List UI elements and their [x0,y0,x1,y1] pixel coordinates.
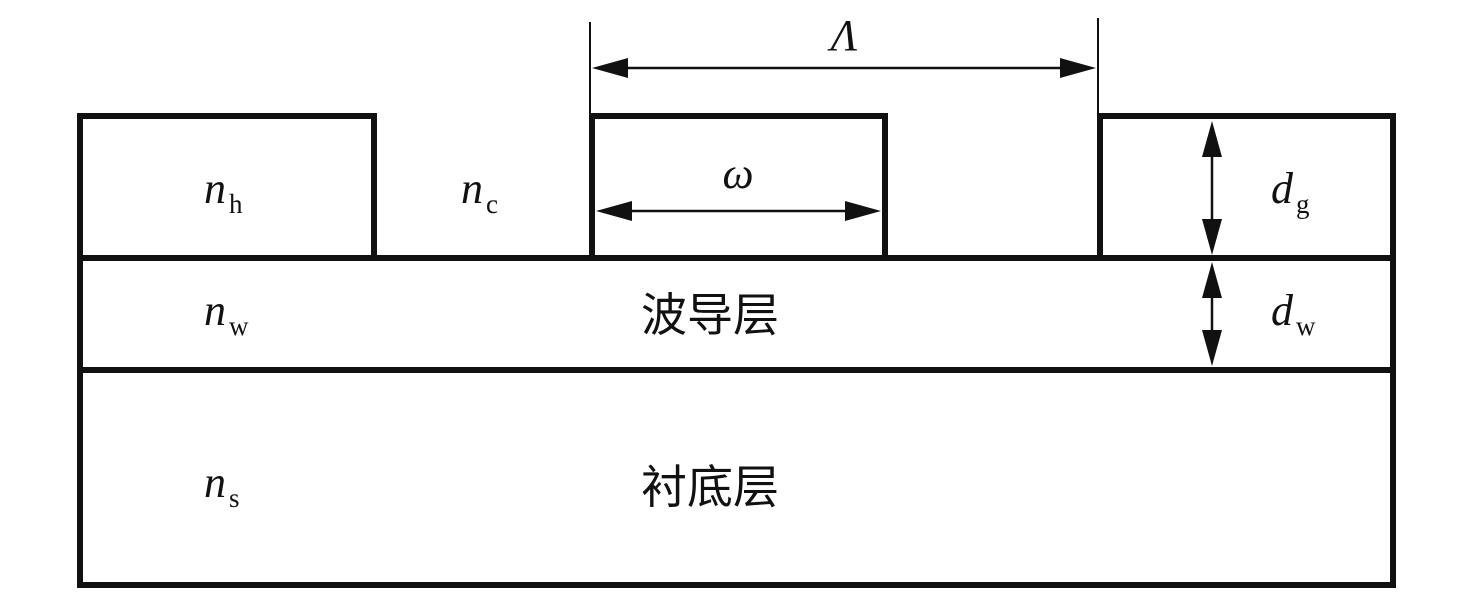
groove-index-symbol: n [461,164,483,213]
tooth-width-arrow-right [845,201,881,221]
waveguide-thickness-symbol: d [1271,286,1294,335]
cover-index-symbol: n [204,164,226,213]
tooth-width-label: ω [722,149,753,198]
waveguide-layer-label: 波导层 [641,288,779,342]
period-label: Λ [827,11,858,60]
waveguide-index-symbol: n [204,286,226,335]
cover-index-subscript: h [229,189,243,219]
period-dimension: Λ [589,11,1099,116]
substrate-index-symbol: n [204,458,226,507]
tooth-width-dimension: ω [596,149,881,221]
grating-tooth-right [1097,113,1396,261]
grating-depth-symbol: d [1271,164,1294,213]
grating-tooth-left [77,113,377,261]
waveguide-thickness-subscript: w [1296,311,1316,341]
groove-index-subscript: c [486,189,498,219]
period-arrow-left [592,58,628,78]
grating-depth-arrow-top [1202,121,1222,157]
tooth-width-arrow-left [596,201,632,221]
grating-depth-arrow-bottom [1202,219,1222,255]
grating-depth-subscript: g [1296,189,1310,219]
grating-tooth-center [589,113,888,261]
substrate-layer-label: 衬底层 [641,460,779,514]
grating-depth-dimension [1202,121,1222,255]
waveguide-thickness-arrow-bottom [1202,330,1222,366]
waveguide-index-subscript: w [229,311,249,341]
waveguide-thickness-dimension [1202,262,1222,366]
substrate-index-subscript: s [229,483,240,513]
period-arrow-right [1060,58,1096,78]
waveguide-thickness-arrow-top [1202,262,1222,298]
